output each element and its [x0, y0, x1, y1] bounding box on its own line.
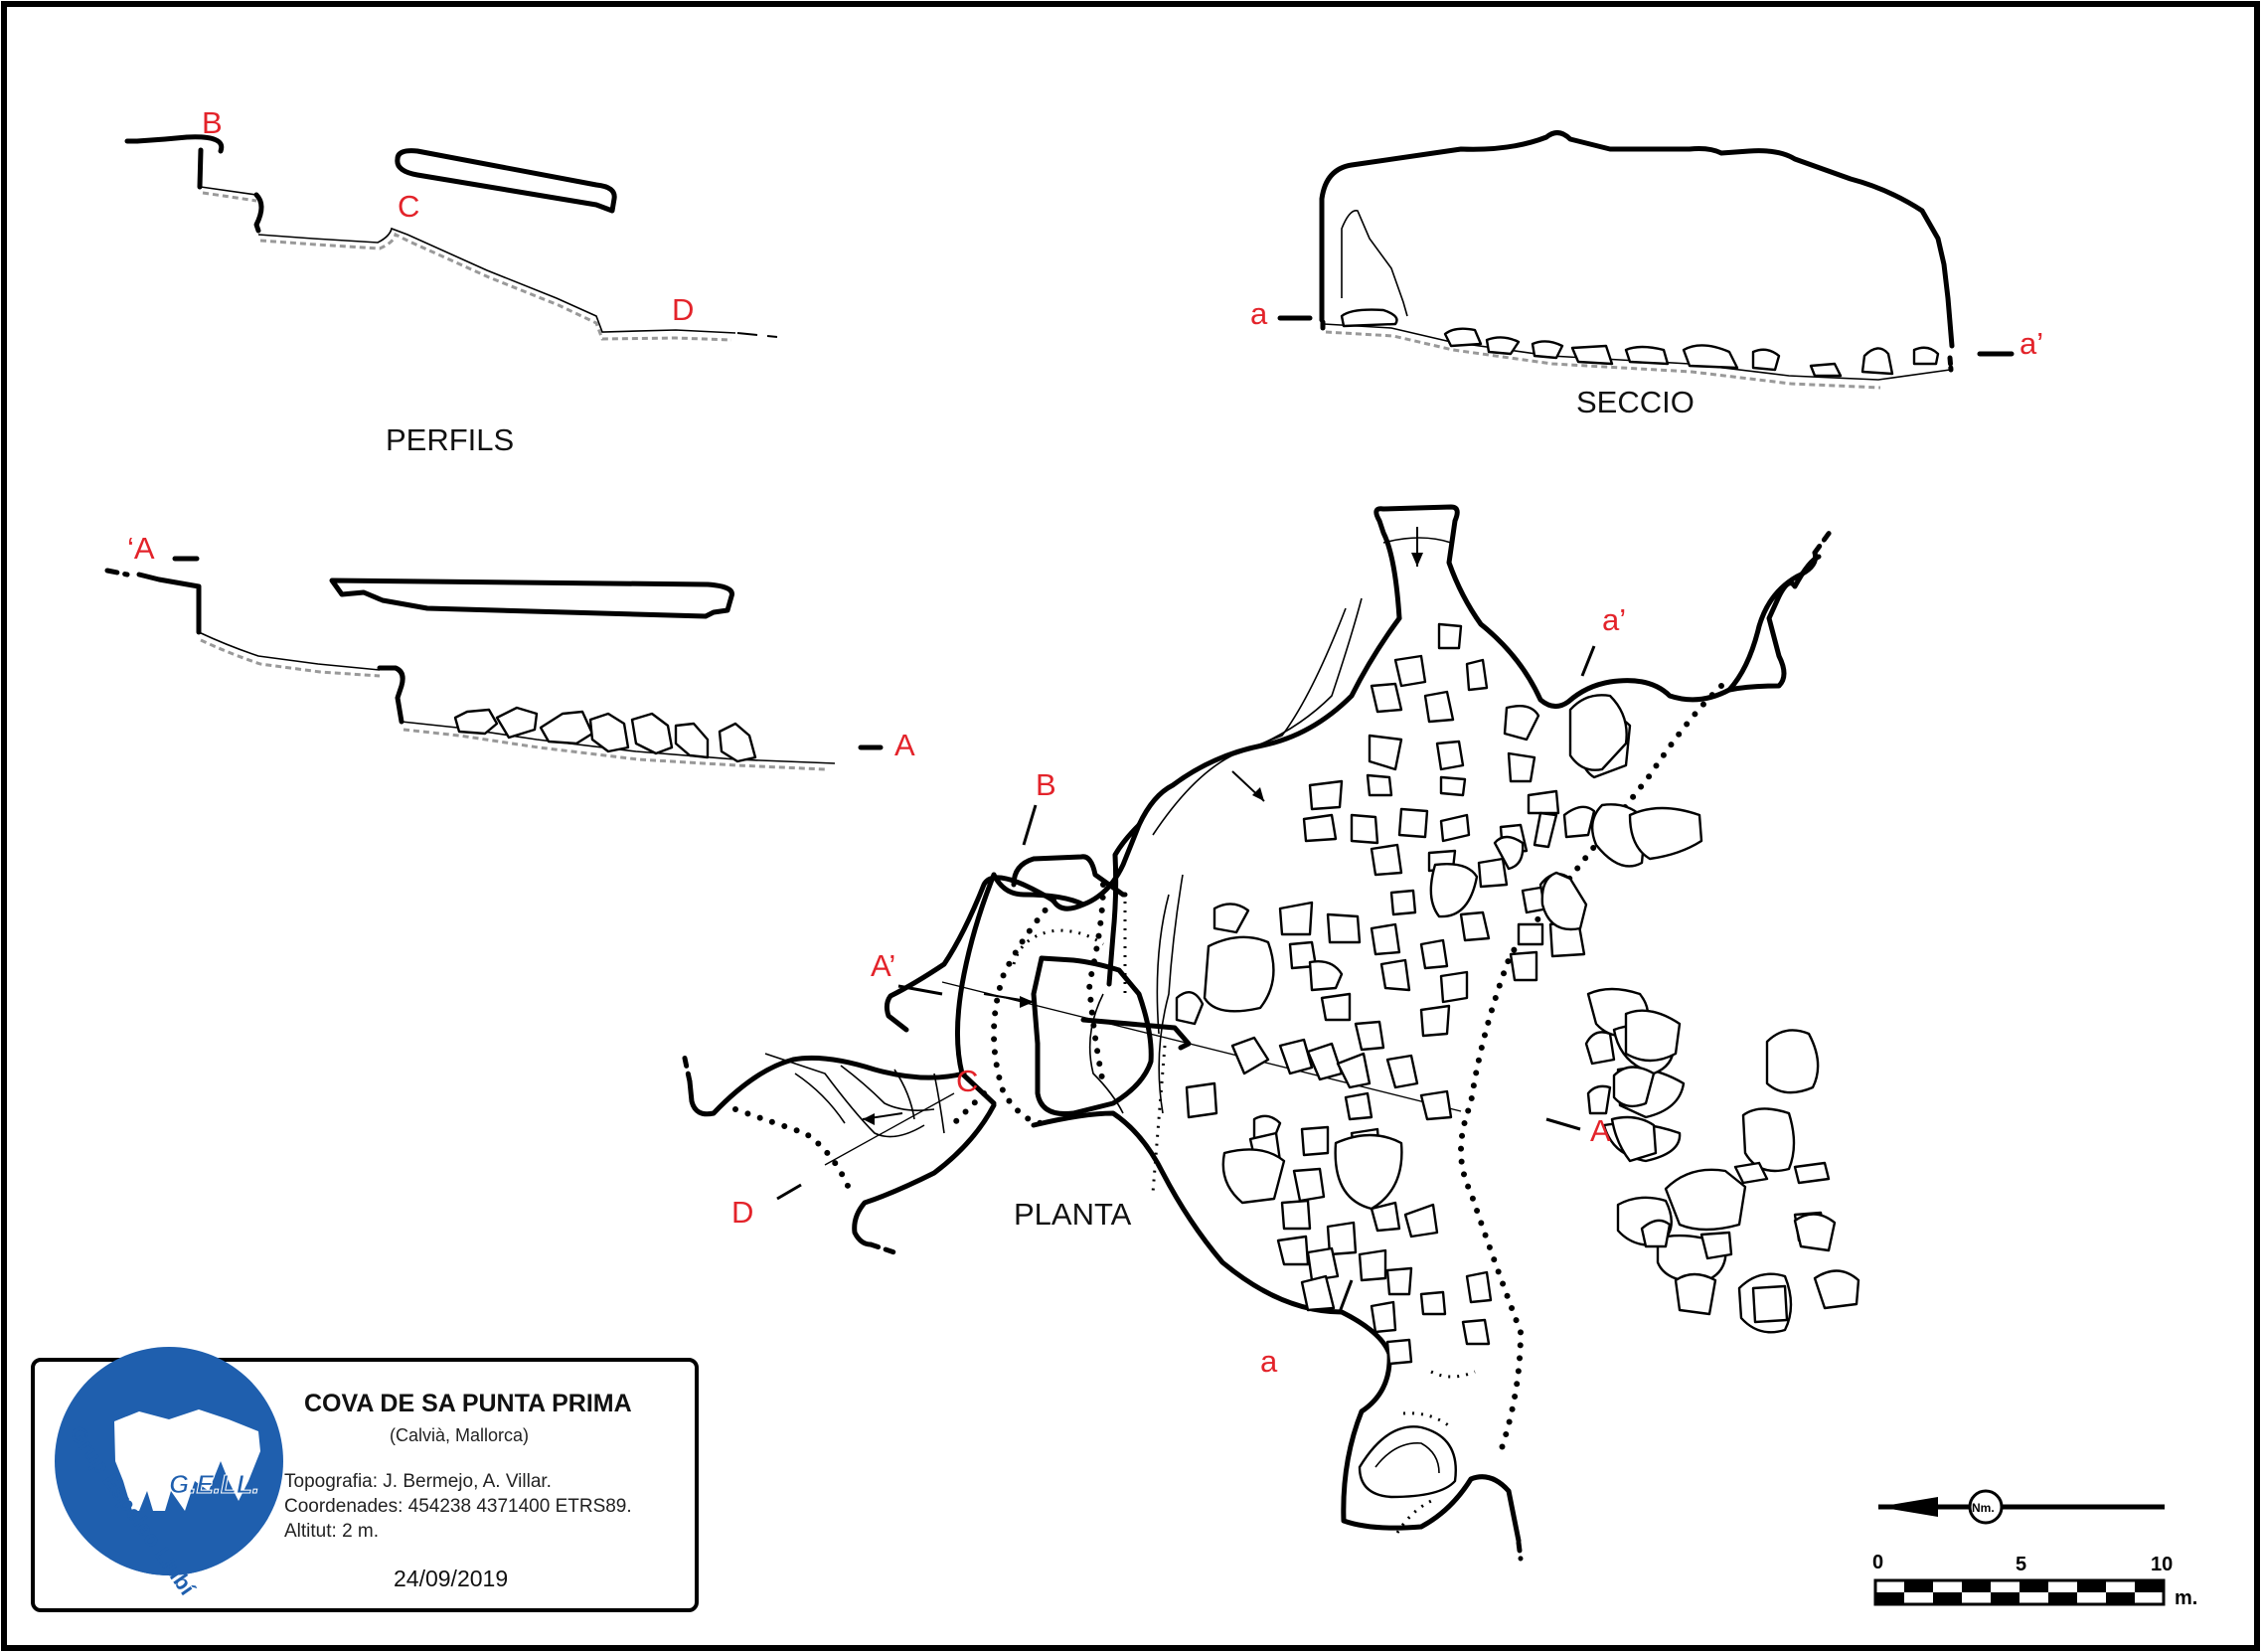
cave-title: COVA DE SA PUNTA PRIMA	[304, 1390, 632, 1417]
label-A-prime-plan: A’	[871, 948, 895, 983]
profile-a	[104, 556, 884, 771]
label-perfils: PERFILS	[386, 422, 514, 457]
scale-bar: 0 5 10 m.	[1872, 1552, 2197, 1609]
label-B-plan: B	[1036, 767, 1056, 802]
label-D-plan: D	[731, 1195, 753, 1230]
north-arrow: Nm.	[1878, 1489, 2165, 1525]
coordenades: Coordenades: 454238 4371400 ETRS89.	[284, 1496, 632, 1517]
topografia: Topografia: J. Bermejo, A. Villar.	[284, 1471, 552, 1492]
label-seccio: SECCIO	[1576, 385, 1695, 419]
label-a-section: a	[1250, 296, 1268, 331]
label-D: D	[672, 292, 694, 327]
cave-location: (Calvià, Mallorca)	[390, 1425, 529, 1445]
label-B: B	[202, 105, 223, 140]
survey-date: 24/09/2019	[394, 1566, 508, 1591]
label-A-plan: A	[1590, 1113, 1611, 1148]
north-label: Nm.	[1972, 1501, 1995, 1515]
altitut: Altitut: 2 m.	[284, 1521, 379, 1542]
scale-mid: 5	[2016, 1554, 2026, 1575]
label-C: C	[398, 189, 419, 224]
label-a-prime-section: a’	[2019, 326, 2043, 361]
label-a-prime-plan: a’	[1602, 602, 1626, 637]
title-block: G.E.LL. Grup Espeleo Llubí COVA DE SA PU…	[31, 1347, 699, 1612]
label-A-profile-end: A	[894, 728, 915, 762]
plan-boulders-east	[1540, 694, 1860, 1334]
section-aa	[1277, 130, 2015, 390]
scale-max: 10	[2151, 1554, 2173, 1575]
profile-bcd	[122, 134, 778, 342]
logo-acronym: G.E.LL.	[169, 1469, 259, 1499]
scale-zero: 0	[1872, 1552, 1883, 1573]
label-A-start: ‘A	[127, 531, 155, 566]
plan-view	[681, 504, 1860, 1562]
label-planta: PLANTA	[1014, 1197, 1132, 1232]
label-a-plan: a	[1260, 1344, 1278, 1379]
label-C-plan: C	[956, 1064, 978, 1098]
scale-unit: m.	[2175, 1587, 2197, 1609]
plan-boulders	[1175, 622, 1632, 1366]
